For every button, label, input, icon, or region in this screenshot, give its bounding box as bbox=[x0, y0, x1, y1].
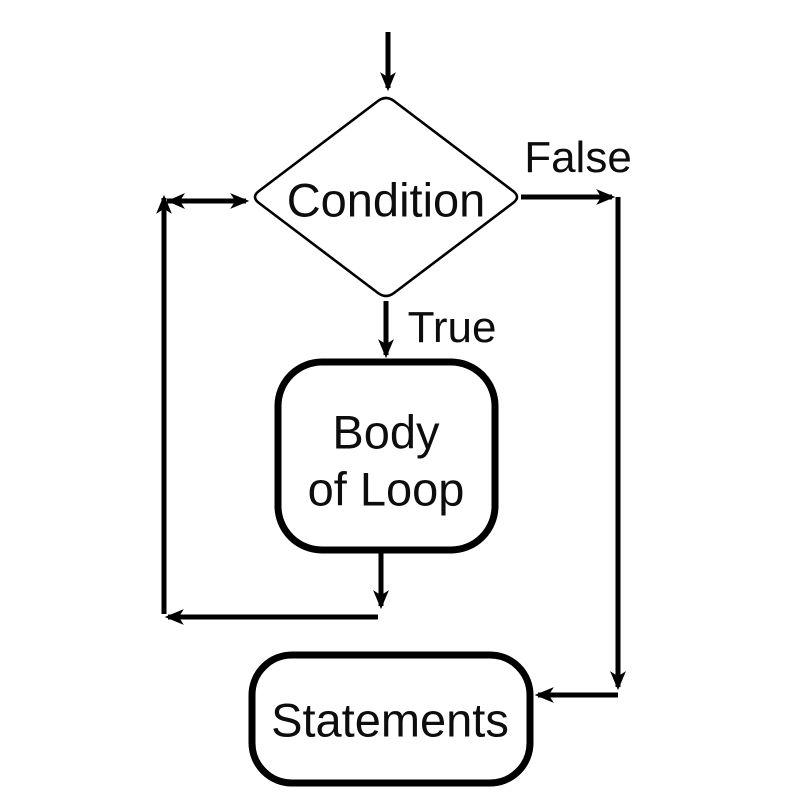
condition-label: Condition bbox=[287, 174, 486, 227]
statements-label: Statements bbox=[271, 694, 509, 747]
loop-corner-left-arrowhead bbox=[167, 193, 185, 209]
statements-node bbox=[248, 651, 534, 787]
body-label-line2: of Loop bbox=[308, 463, 465, 516]
condition-diamond-node bbox=[253, 96, 519, 298]
true-edge-label: True bbox=[408, 303, 497, 352]
false-edge-label: False bbox=[524, 133, 632, 182]
body-label-line1: Body bbox=[332, 406, 440, 459]
body-of-loop-node bbox=[274, 358, 499, 554]
